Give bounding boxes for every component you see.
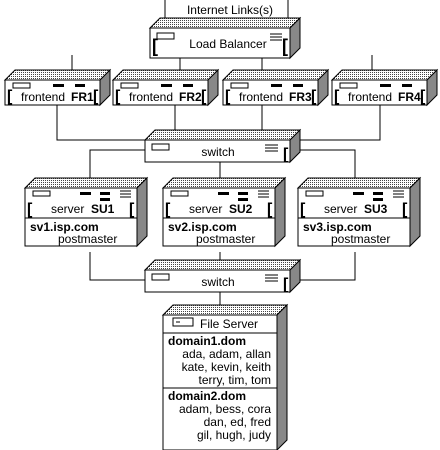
load-balancer: Load Balancer [ [	[148, 16, 302, 60]
svg-text:[: [	[420, 88, 426, 105]
server-host: sv1.isp.com	[30, 220, 99, 234]
svg-text:[: [	[7, 88, 13, 105]
frontend-id: FR3	[289, 90, 312, 104]
server-id: SU2	[229, 202, 253, 216]
frontend-fr2: [ frontend FR2 [	[111, 68, 220, 107]
server-account: postmaster	[331, 232, 390, 246]
frontend-prefix: frontend	[239, 90, 283, 104]
svg-text:[: [	[283, 146, 289, 163]
server-host: sv3.isp.com	[303, 220, 372, 234]
domain-users-line: adam, bess, cora	[179, 402, 271, 416]
domain-users-line: ada, adam, allan	[182, 347, 271, 361]
file-server-title: File Server	[200, 317, 258, 331]
domain-users-line: dan, ed, fred	[204, 415, 271, 429]
svg-text:[: [	[267, 201, 273, 218]
server-su3: [ server SU3 [ sv3.isp.com postmaster	[296, 176, 422, 248]
frontend-fr3: [ frontend FR3 [	[221, 68, 330, 107]
svg-text:[: [	[334, 88, 340, 105]
svg-text:[: [	[27, 201, 33, 218]
server-id: SU3	[364, 202, 388, 216]
frontend-fr1: [ frontend FR1 [	[3, 68, 112, 107]
switch-bottom: switch [	[143, 258, 302, 294]
network-connections	[56, 0, 381, 310]
frontend-prefix: frontend	[21, 90, 65, 104]
frontend-prefix: frontend	[348, 90, 392, 104]
server-su1: [ server SU1 [ sv1.isp.com postmaster	[23, 176, 149, 248]
svg-text:[: [	[201, 88, 207, 105]
svg-text:[: [	[225, 88, 231, 105]
server-prefix: server	[324, 202, 357, 216]
load-balancer-label: Load Balancer	[189, 37, 266, 51]
domain-users-line: terry, tim, tom	[199, 373, 271, 387]
server-su2: [ server SU2 [ sv2.isp.com postmaster	[161, 176, 287, 248]
server-prefix: server	[189, 202, 222, 216]
svg-text:[: [	[165, 201, 171, 218]
svg-text:[: [	[402, 201, 408, 218]
domain-block	[162, 332, 278, 389]
server-account: postmaster	[58, 232, 117, 246]
svg-text:[: [	[129, 201, 135, 218]
switch-top: switch [	[143, 128, 302, 164]
server-account: postmaster	[196, 232, 255, 246]
svg-text:[: [	[282, 36, 288, 56]
frontend-id: FR1	[71, 90, 94, 104]
switch-top-label: switch	[201, 145, 234, 159]
domain-name: domain1.dom	[168, 334, 246, 348]
svg-text:[: [	[300, 201, 306, 218]
domain-users-line: kate, kevin, keith	[182, 360, 271, 374]
svg-text:[: [	[115, 88, 121, 105]
domain-users-line: gil, hugh, judy	[197, 428, 271, 442]
internet-links-title: Internet Links(s)	[187, 3, 273, 17]
frontend-id: FR4	[398, 90, 421, 104]
file-server: File Server domain1.dom ada, adam, allan…	[161, 303, 289, 450]
svg-text:[: [	[311, 88, 317, 105]
domain-block	[162, 387, 278, 450]
server-id: SU1	[91, 202, 115, 216]
switch-bottom-label: switch	[201, 275, 234, 289]
domain-name: domain2.dom	[168, 389, 246, 403]
server-prefix: server	[51, 202, 84, 216]
server-host: sv2.isp.com	[168, 220, 237, 234]
frontend-fr4: [ frontend FR4 [	[330, 68, 439, 107]
frontend-prefix: frontend	[129, 90, 173, 104]
frontend-id: FR2	[179, 90, 202, 104]
svg-text:[: [	[152, 36, 158, 56]
svg-text:[: [	[283, 276, 289, 293]
svg-text:[: [	[93, 88, 99, 105]
